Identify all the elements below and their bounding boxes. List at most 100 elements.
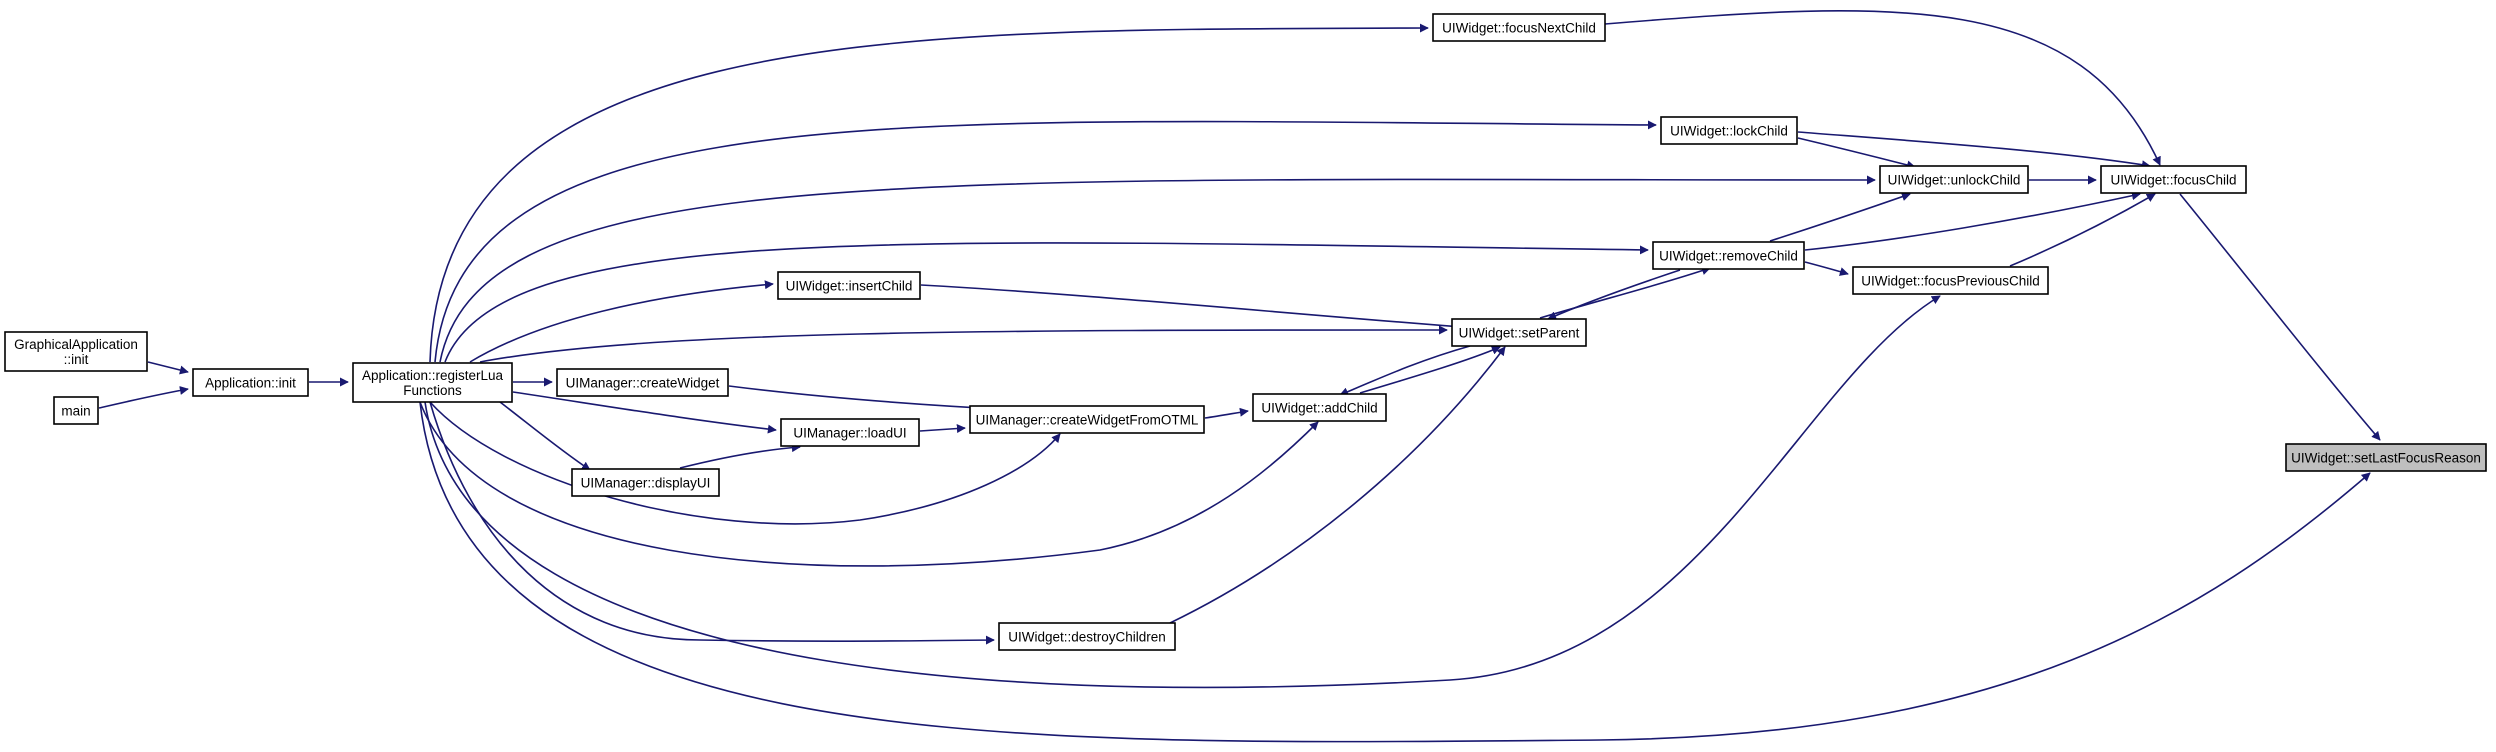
node-remove-child[interactable]: UIWidget::removeChild	[1652, 241, 1805, 270]
node-label: ::init	[64, 352, 89, 367]
node-label: UIManager::createWidget	[566, 376, 720, 391]
edge-remove-child-to-set-parent-line	[1547, 269, 1681, 320]
node-box	[2285, 443, 2487, 472]
node-graphical-init[interactable]: GraphicalApplication::init	[4, 331, 148, 372]
node-focus-next[interactable]: UIWidget::focusNextChild	[1432, 13, 1606, 42]
node-focus-child[interactable]: UIWidget::focusChild	[2100, 165, 2247, 194]
edge-register-to-insert-child	[469, 280, 774, 363]
node-label: UIWidget::focusPreviousChild	[1861, 274, 2040, 289]
edge-register-to-load-ui-line	[512, 391, 777, 434]
node-set-last-focus[interactable]: UIWidget::setLastFocusReason	[2285, 443, 2487, 472]
node-create-widget[interactable]: UIManager::createWidget	[556, 368, 729, 397]
edge-display-ui-to-load-ui	[679, 443, 801, 469]
edge-register-to-lock-child-line	[434, 120, 1657, 363]
node-box	[777, 271, 921, 300]
node-box	[998, 622, 1176, 651]
node-box	[780, 418, 920, 447]
edge-register-to-create-from-otml	[429, 401, 1061, 525]
edge-register-to-display-ui-line	[499, 401, 591, 471]
node-add-child[interactable]: UIWidget::addChild	[1252, 393, 1387, 422]
node-box	[1879, 165, 2029, 194]
edge-graphical-init-to-app-init-line	[147, 361, 189, 375]
node-box	[1660, 116, 1798, 145]
edge-focus-prev-to-focus-child	[2009, 193, 2156, 267]
edge-insert-child-to-set-parent-line	[920, 284, 1501, 334]
node-display-ui[interactable]: UIManager::displayUI	[571, 468, 720, 497]
edge-register-to-set-last-focus-line	[419, 401, 2371, 743]
edge-register-to-display-ui	[499, 401, 591, 471]
node-main[interactable]: main	[53, 396, 99, 425]
node-box	[571, 468, 720, 497]
node-app-init[interactable]: Application::init	[192, 368, 309, 397]
node-box	[53, 396, 99, 425]
edge-set-parent-to-add-child	[1339, 345, 1471, 396]
edge-register-to-insert-child-line	[469, 280, 774, 363]
node-label: GraphicalApplication	[14, 337, 138, 352]
edge-register-to-focus-prev	[424, 295, 1941, 689]
edge-add-child-to-set-parent	[1359, 346, 1501, 394]
node-box	[2100, 165, 2247, 194]
edge-register-to-remove-child	[444, 242, 1649, 363]
edge-register-to-remove-child-line	[444, 242, 1649, 363]
edge-remove-child-to-focus-child-line	[1804, 191, 2141, 251]
node-lock-child[interactable]: UIWidget::lockChild	[1660, 116, 1798, 145]
edge-lock-child-to-focus-child	[1797, 131, 2151, 170]
node-label: Application::init	[205, 376, 296, 391]
edge-register-to-lock-child	[434, 120, 1657, 363]
edge-register-to-set-parent	[479, 325, 1448, 363]
node-load-ui[interactable]: UIManager::loadUI	[780, 418, 920, 447]
node-set-parent[interactable]: UIWidget::setParent	[1451, 318, 1587, 347]
node-unlock-child[interactable]: UIWidget::unlockChild	[1879, 165, 2029, 194]
node-label: Application::registerLua	[362, 368, 504, 383]
edge-register-to-focus-next-line	[429, 23, 1429, 363]
node-label: UIManager::displayUI	[581, 476, 711, 491]
edge-graphical-init-to-app-init	[147, 361, 189, 375]
edge-lock-child-to-focus-child-line	[1797, 131, 2151, 170]
node-label: UIWidget::unlockChild	[1888, 173, 2021, 188]
node-label: UIWidget::insertChild	[786, 279, 913, 294]
edge-destroy-children-to-set-parent	[1169, 346, 1506, 624]
edge-register-to-add-child	[419, 401, 1319, 567]
node-label: UIWidget::addChild	[1261, 401, 1377, 416]
edge-remove-child-to-unlock-child-line	[1769, 192, 1911, 242]
edge-remove-child-to-set-parent	[1547, 269, 1681, 320]
node-label: UIWidget::removeChild	[1659, 249, 1798, 264]
node-label: Functions	[403, 383, 462, 398]
edge-set-parent-to-remove-child	[1539, 266, 1711, 319]
edge-focus-child-to-set-last-focus	[2179, 193, 2381, 441]
edge-main-to-app-init	[98, 386, 189, 409]
edge-register-to-focus-prev-line	[424, 295, 1941, 689]
node-box	[1852, 266, 2049, 295]
node-box	[556, 368, 729, 397]
node-label: UIManager::loadUI	[793, 426, 906, 441]
edge-set-parent-to-add-child-line	[1339, 345, 1471, 396]
edge-focus-next-to-focus-child-line	[1604, 10, 2161, 166]
edge-remove-child-to-unlock-child	[1769, 192, 1911, 242]
node-label: UIWidget::lockChild	[1670, 124, 1788, 139]
edge-main-to-app-init-line	[98, 386, 189, 409]
node-label: UIWidget::setParent	[1459, 326, 1580, 341]
edge-register-to-create-from-otml-line	[429, 401, 1061, 525]
node-insert-child[interactable]: UIWidget::insertChild	[777, 271, 921, 300]
node-destroy-children[interactable]: UIWidget::destroyChildren	[998, 622, 1176, 651]
edge-create-from-otml-to-add-child	[1204, 407, 1249, 419]
edge-focus-prev-to-focus-child-line	[2009, 193, 2156, 267]
node-label: UIManager::createWidgetFromOTML	[976, 413, 1199, 428]
node-create-from-otml[interactable]: UIManager::createWidgetFromOTML	[969, 405, 1205, 434]
edge-set-parent-to-remove-child-line	[1539, 266, 1711, 319]
node-label: UIWidget::setLastFocusReason	[2291, 451, 2481, 466]
edge-register-to-set-last-focus	[419, 401, 2371, 743]
edge-register-to-focus-next	[429, 23, 1429, 363]
node-box	[1652, 241, 1805, 270]
edge-destroy-children-to-set-parent-line	[1169, 346, 1506, 624]
node-label: main	[61, 404, 90, 419]
edge-remove-child-to-focus-prev	[1804, 261, 1849, 276]
edge-load-ui-to-create-from-otml	[919, 424, 966, 434]
node-label: UIWidget::focusChild	[2110, 173, 2236, 188]
edge-lock-child-to-unlock-child	[1797, 137, 1916, 170]
node-focus-prev[interactable]: UIWidget::focusPreviousChild	[1852, 266, 2049, 295]
node-box	[1432, 13, 1606, 42]
node-label: UIWidget::focusNextChild	[1442, 21, 1596, 36]
